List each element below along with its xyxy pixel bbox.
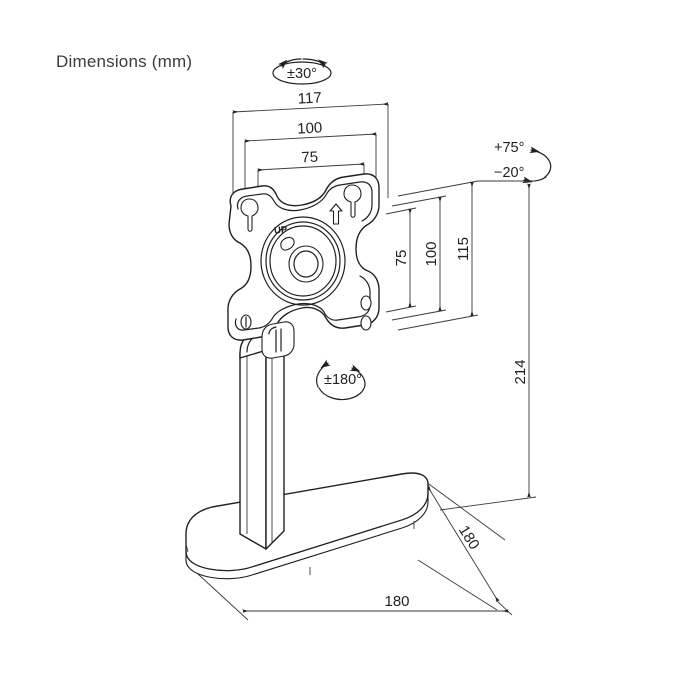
rotation-angle-annotation: ±180°: [316, 359, 366, 401]
right-dimension-group: 115 100 75: [385, 180, 479, 331]
tilt-angle-annotation: +75° −20°: [494, 140, 552, 184]
swivel-angle-label: ±30°: [287, 66, 317, 82]
dimension-label-117: 117: [297, 89, 322, 107]
stand-column: [239, 327, 285, 550]
dimension-label-base-depth: 180: [455, 522, 483, 552]
dimension-label-base-width: 180: [384, 593, 409, 610]
tilt-up-angle-label: +75°: [494, 140, 524, 156]
top-dimension-group: 117 100 75: [232, 89, 389, 216]
up-orientation-marking: UP: [273, 203, 343, 237]
vesa-tilt-joint: [261, 321, 295, 359]
stand-base-plate: [185, 472, 429, 580]
vesa-mount-plate: UP: [227, 173, 380, 359]
tilt-down-angle-label: −20°: [494, 165, 524, 181]
dimension-label-100-height: 100: [423, 241, 440, 266]
dimension-label-214: 214: [512, 359, 529, 384]
dimension-line-100-width: [244, 132, 377, 143]
total-height-dimension-group: 214: [439, 180, 537, 511]
vesa-keyhole-slots: [240, 184, 372, 331]
vesa-rotation-hub: [260, 216, 346, 306]
swivel-angle-annotation: ±30°: [272, 58, 332, 85]
up-arrow-icon: [329, 203, 343, 225]
dimension-line-75-width: [257, 162, 365, 172]
up-label: UP: [273, 224, 288, 237]
dimension-label-75-width: 75: [301, 149, 319, 167]
page-title: Dimensions (mm): [56, 52, 193, 71]
dimension-line-117: [232, 102, 389, 114]
base-dimension-group: 180 180: [185, 478, 513, 621]
dimension-label-100-width: 100: [297, 119, 323, 137]
dimension-label-75-height: 75: [393, 250, 410, 267]
dimension-label-115: 115: [455, 237, 472, 261]
rotation-angle-label: ±180°: [324, 372, 362, 388]
dimension-line-base-depth: [426, 485, 500, 603]
